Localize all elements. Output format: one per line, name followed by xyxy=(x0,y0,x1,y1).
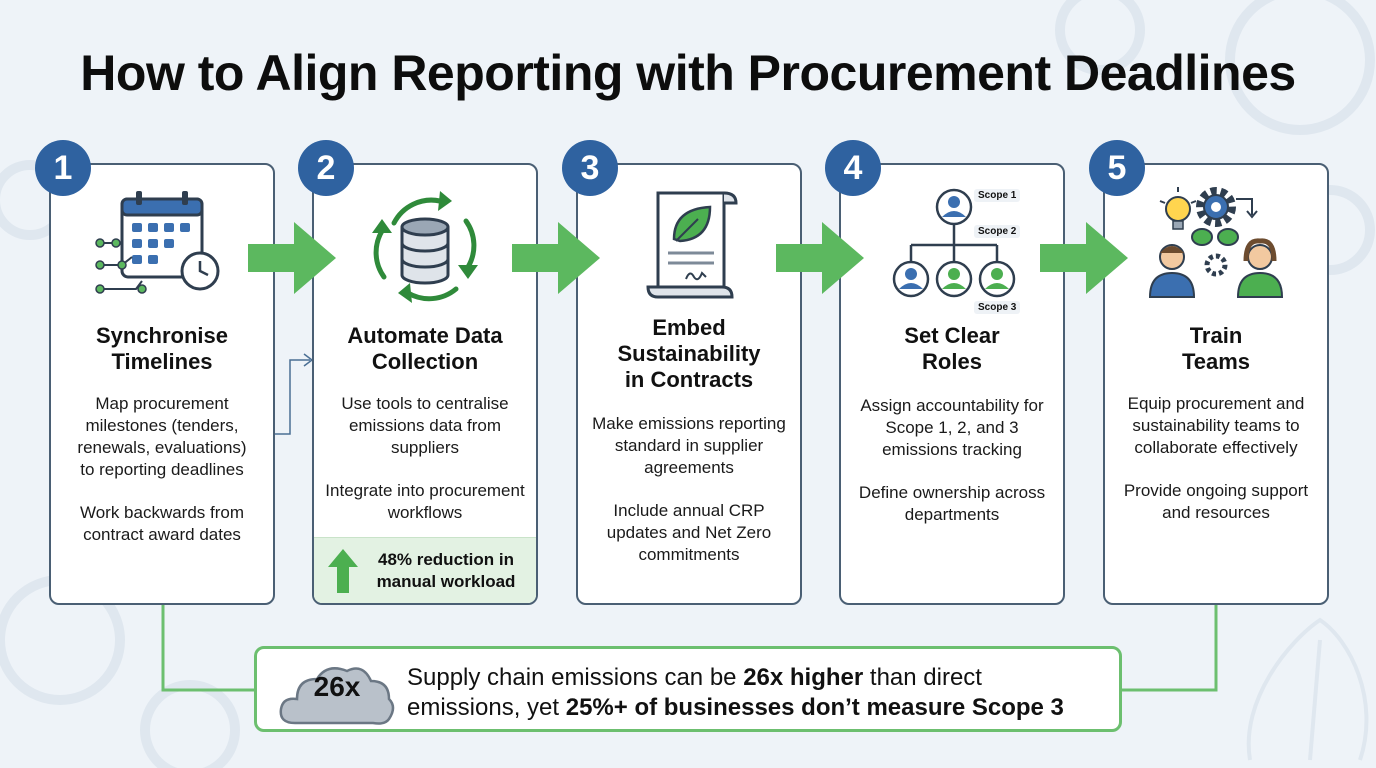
scope-2-tag: Scope 2 xyxy=(974,225,1021,238)
scope3-statistic-box: 26x Supply chain emissions can be 26x hi… xyxy=(254,646,1122,732)
step-title-1: Synchronise Timelines xyxy=(95,323,229,374)
step-5-paragraph-1: Equip procurement and sustainability tea… xyxy=(1127,394,1305,457)
step-2-paragraph-2: Integrate into procurement workflows xyxy=(325,481,525,522)
step-body-3: Make emissions reporting standard in sup… xyxy=(588,413,790,587)
step-title-2: Automate Data Collection xyxy=(347,323,503,374)
step-5-paragraph-2: Provide ongoing support and resources xyxy=(1123,481,1309,522)
page-title: How to Align Reporting with Procurement … xyxy=(80,45,1296,101)
step-badge-4: 4 xyxy=(825,140,881,196)
calendar-timeline-icon xyxy=(51,185,273,311)
statistic-text: Supply chain emissions can be 26x higher… xyxy=(407,664,1064,721)
callout-text: 48% reduction in manual workload xyxy=(376,549,516,591)
step-badge-1: 1 xyxy=(35,140,91,196)
step-body-2: Use tools to centralise emissions data f… xyxy=(324,393,526,545)
step-title-4: Set Clear Roles xyxy=(904,323,1000,374)
arrow-up-icon xyxy=(328,548,358,593)
step-1-paragraph-1: Map procurement milestones (tenders, ren… xyxy=(77,394,247,479)
arrow-right-icon xyxy=(512,222,600,294)
scope-3-tag: Scope 3 xyxy=(974,301,1021,314)
step-2-paragraph-1: Use tools to centralise emissions data f… xyxy=(341,394,509,457)
contract-leaf-icon xyxy=(578,183,800,309)
step-3-paragraph-2: Include annual CRP updates and Net Zero … xyxy=(606,501,772,564)
step-1-paragraph-2: Work backwards from contract award dates xyxy=(79,503,245,544)
arrow-right-icon xyxy=(776,222,864,294)
org-chart-icon: Scope 1 Scope 2 Scope 3 xyxy=(841,185,1063,314)
step-body-5: Equip procurement and sustainability tea… xyxy=(1115,393,1317,545)
cloud-badge-label: 26x xyxy=(313,671,361,702)
step-body-4: Assign accountability for Scope 1, 2, an… xyxy=(851,395,1053,547)
team-training-icon xyxy=(1105,179,1327,305)
arrow-right-icon xyxy=(1040,222,1128,294)
step-card-4: Scope 1 Scope 2 Scope 3 Set Clear Roles … xyxy=(839,163,1065,605)
cloud-icon xyxy=(279,667,395,725)
step-3-paragraph-1: Make emissions reporting standard in sup… xyxy=(592,414,786,477)
step-card-1: Synchronise Timelines Map procurement mi… xyxy=(49,163,275,605)
step-4-paragraph-2: Define ownership across departments xyxy=(858,483,1046,524)
step-card-2: Automate Data Collection Use tools to ce… xyxy=(312,163,538,605)
step-body-1: Map procurement milestones (tenders, ren… xyxy=(61,393,263,567)
step-title-3: Embed Sustainability in Contracts xyxy=(617,315,761,392)
step-card-5: Train Teams Equip procurement and sustai… xyxy=(1103,163,1329,605)
arrow-right-icon xyxy=(248,222,336,294)
database-sync-icon xyxy=(314,185,536,311)
scope-1-tag: Scope 1 xyxy=(974,189,1021,202)
step-badge-5: 5 xyxy=(1089,140,1145,196)
step-badge-2: 2 xyxy=(298,140,354,196)
workload-reduction-callout: 48% reduction in manual workload xyxy=(314,537,536,603)
step-title-5: Train Teams xyxy=(1181,323,1251,374)
step-badge-3: 3 xyxy=(562,140,618,196)
step-4-paragraph-1: Assign accountability for Scope 1, 2, an… xyxy=(860,396,1044,459)
step-card-3: Embed Sustainability in Contracts Make e… xyxy=(576,163,802,605)
